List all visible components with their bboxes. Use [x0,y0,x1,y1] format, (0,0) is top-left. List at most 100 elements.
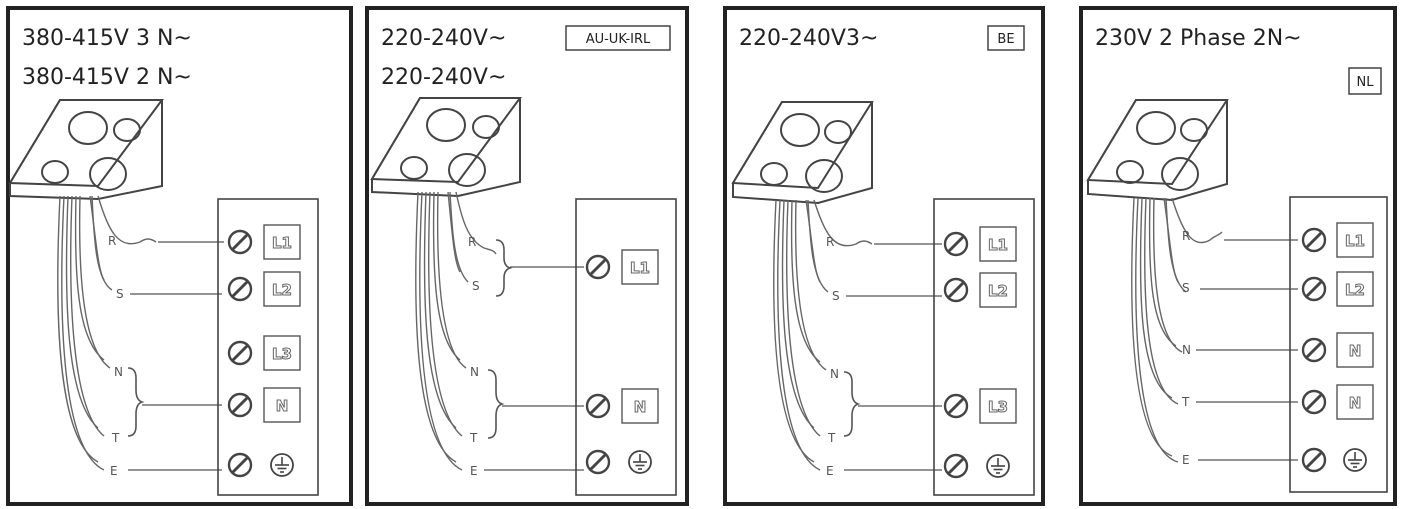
screw-terminal-icon [227,340,253,366]
hob-icon [731,101,874,205]
svg-text:L1: L1 [272,234,292,252]
earth-ground-icon [270,453,294,477]
region-tag-label: BE [997,32,1014,47]
wire-label-r: R [468,235,476,249]
wire-label-r: R [1182,229,1190,243]
screw-terminal-icon [1301,276,1327,302]
svg-text:N: N [634,398,647,416]
panel-4: 230V 2 Phase 2N~ NL R S N T E [1079,6,1397,506]
panel-frame [365,6,689,506]
screw-terminal-icon [585,254,611,280]
terminal-block [575,198,677,496]
wire-label-s: S [116,287,124,301]
panel-frame [1079,6,1397,506]
screw-terminal-icon [227,392,253,418]
screw-terminal-icon [943,231,969,257]
wire-label-s: S [472,279,480,293]
panel-frame [723,6,1045,506]
earth-ground-icon [628,450,652,474]
brace [843,371,861,437]
panel-3: 220-240V3~ BE R S N T E [723,6,1045,506]
terminal-n-2: N [1301,384,1374,420]
connection-lines [484,266,584,471]
svg-text:N: N [1349,342,1362,360]
svg-text:N: N [1349,394,1362,412]
terminal-l3: L3 [227,335,301,371]
panel-1: 380-415V 3 N~ 380-415V 2 N~ R S N T [6,6,353,506]
connection-lines [128,241,224,471]
terminal-block [1289,196,1388,493]
screw-terminal-icon [1301,227,1327,253]
terminal-n: N [585,388,659,424]
hob-icon [370,97,522,198]
voltage-label: 220-240V~ [381,65,506,90]
voltage-label: 230V 2 Phase 2N~ [1095,26,1302,51]
svg-text:N: N [276,397,289,415]
wire-label-t: T [111,431,120,445]
cable-bundle [773,199,873,471]
terminal-l2: L2 [943,272,1017,308]
brace [127,367,145,437]
screw-terminal-icon [585,449,611,475]
region-tag-label: NL [1357,75,1375,90]
voltage-label: 220-240V3~ [739,26,878,51]
connection-lines [1196,239,1298,461]
screw-terminal-icon [1301,389,1327,415]
cable-bundle [57,195,157,471]
brace [495,239,513,297]
terminal-earth [227,452,294,478]
hob-icon [1086,99,1229,202]
screw-terminal-icon [943,453,969,479]
wire-label-s: S [1182,281,1190,295]
svg-text:L1: L1 [1345,232,1365,250]
region-tag [1348,67,1382,95]
brace [487,369,505,439]
voltage-label: 380-415V 2 N~ [22,65,192,90]
screw-terminal-icon [943,393,969,419]
hob-icon [8,99,164,201]
region-tag [565,25,671,51]
cable-bundle [1131,197,1223,463]
wire-label-e: E [470,464,478,478]
svg-text:L1: L1 [630,259,650,277]
terminal-l1: L1 [943,226,1017,262]
screw-terminal-icon [585,393,611,419]
terminal-n: N [1301,332,1374,368]
screw-terminal-icon [227,276,253,302]
terminal-l1: L1 [227,224,301,260]
terminal-l2: L2 [1301,271,1374,307]
panel-2: 220-240V~ 220-240V~ AU-UK-IRL R S N T E [365,6,689,506]
terminal-earth [943,453,1010,479]
terminal-earth [585,449,652,475]
terminal-l1: L1 [1301,222,1374,258]
screw-terminal-icon [227,452,253,478]
wire-label-e: E [826,464,834,478]
wire-label-r: R [826,235,834,249]
terminal-l3: L3 [943,388,1017,424]
earth-ground-icon [986,454,1010,478]
region-tag [987,25,1025,51]
wire-label-e: E [110,464,118,478]
screw-terminal-icon [1301,447,1327,473]
screw-terminal-icon [1301,337,1327,363]
wire-label-t: T [827,431,836,445]
terminal-block [217,198,319,496]
cable-bundle [415,191,497,471]
screw-terminal-icon [227,229,253,255]
screw-terminal-icon [943,277,969,303]
wire-label-n: N [470,365,479,379]
terminal-n: N [227,387,301,423]
wire-label-n: N [1182,343,1191,357]
terminal-l1: L1 [585,249,659,285]
connection-lines [844,243,942,471]
svg-text:L2: L2 [988,282,1008,300]
wire-label-s: S [832,289,840,303]
wire-label-r: R [108,234,116,248]
voltage-label: 220-240V~ [381,26,506,51]
wire-label-n: N [114,365,123,379]
terminal-block [933,198,1035,496]
wire-label-t: T [1181,395,1190,409]
earth-ground-icon [1343,448,1367,472]
panel-frame [6,6,353,506]
